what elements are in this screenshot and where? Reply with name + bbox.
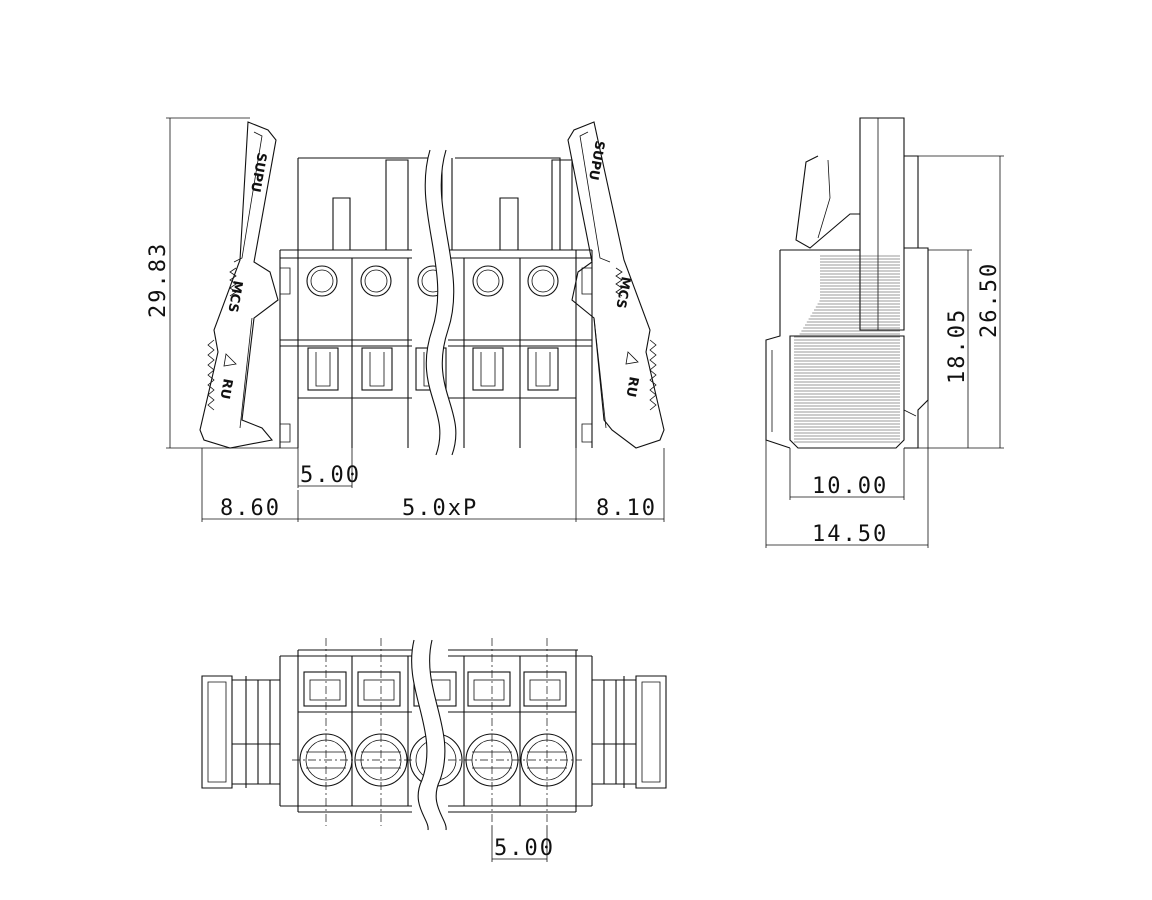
dim-total-width-14-50: 14.50 <box>812 522 888 547</box>
right-latch-arm: SUPU MCS RU <box>567 121 665 449</box>
dim-height-29-83: 29.83 <box>146 242 171 318</box>
bottom-break-mark <box>411 639 447 831</box>
right-series-label: MCS <box>612 275 632 309</box>
front-dimensions: 29.83 5.00 8.60 5.0xP 8.10 <box>146 117 665 522</box>
side-view: 26.50 18.05 10.00 14.50 <box>765 117 1004 548</box>
front-screw-holes <box>306 265 559 297</box>
dim-pitch-total: 5.0xP <box>402 496 478 521</box>
left-latch-arm: SUPU MCS RU <box>199 121 279 449</box>
right-brand-label: SUPU <box>585 139 607 181</box>
side-housing <box>765 117 929 449</box>
side-dimensions: 26.50 18.05 10.00 14.50 <box>765 155 1004 548</box>
bottom-center-lines <box>292 638 582 826</box>
front-view: SUPU MCS RU SUPU MCS RU 29.83 5.00 8.60 <box>146 117 665 522</box>
dim-body-width-10-00: 10.00 <box>812 474 888 499</box>
front-break-mark <box>424 149 457 456</box>
bottom-left-latch <box>201 675 280 789</box>
dim-body-height-18-05: 18.05 <box>945 308 970 384</box>
dim-pitch-5-00: 5.00 <box>300 463 361 488</box>
bottom-right-latch <box>592 675 667 789</box>
right-mark-label: RU <box>622 375 640 398</box>
left-mark-label: RU <box>216 377 234 400</box>
dim-left-8-60: 8.60 <box>220 496 281 521</box>
bottom-view: 5.00 <box>201 638 667 862</box>
dim-bottom-pitch-5-00: 5.00 <box>494 836 555 861</box>
dim-right-8-10: 8.10 <box>596 496 657 521</box>
side-wire-hatching <box>794 255 900 443</box>
left-brand-label: SUPU <box>247 151 269 193</box>
dim-total-height-26-50: 26.50 <box>977 262 1002 338</box>
front-main-body <box>279 249 593 448</box>
left-series-label: MCS <box>224 279 244 313</box>
bottom-dimensions: 5.00 <box>491 826 555 862</box>
